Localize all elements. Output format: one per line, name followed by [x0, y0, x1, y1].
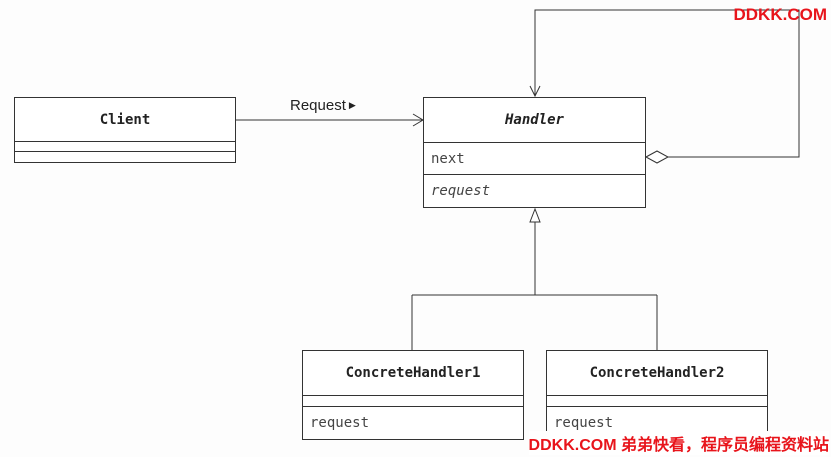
handler-class-name: Handler	[424, 98, 645, 143]
concrete-handler-1-operation-request: request	[310, 415, 370, 431]
concrete-handler-1-class[interactable]: ConcreteHandler1 request	[302, 350, 524, 440]
inheritance-triangle-icon	[529, 207, 541, 223]
handler-attribute-next: next	[424, 143, 645, 175]
concrete-handler-2-class[interactable]: ConcreteHandler2 request	[546, 350, 768, 440]
request-association-label: Request ▶	[290, 97, 356, 114]
watermark-bottom: DDKK.COM 弟弟快看，程序员编程资料站	[528, 431, 829, 455]
client-operations	[15, 152, 235, 162]
client-attributes	[15, 142, 235, 152]
next-aggregation-arrowhead	[529, 85, 541, 98]
client-class-name: Client	[15, 98, 235, 142]
direction-arrow-icon: ▶	[348, 100, 356, 110]
request-label-text: Request	[290, 97, 346, 114]
concrete-handler-1-attributes	[303, 396, 523, 407]
handler-class[interactable]: Handler next request	[423, 97, 646, 208]
concrete-handler-2-operation-request: request	[554, 415, 614, 431]
client-class[interactable]: Client	[14, 97, 236, 163]
concrete-handler-1-name: ConcreteHandler1	[303, 351, 523, 396]
aggregation-diamond-icon	[644, 150, 670, 164]
handler-operation-request: request	[431, 183, 491, 199]
next-aggregation-line	[534, 9, 800, 158]
concrete-handler-2-name: ConcreteHandler2	[547, 351, 767, 396]
watermark-top: DDKK.COM	[733, 5, 828, 24]
concrete-handler-2-attributes	[547, 396, 767, 407]
